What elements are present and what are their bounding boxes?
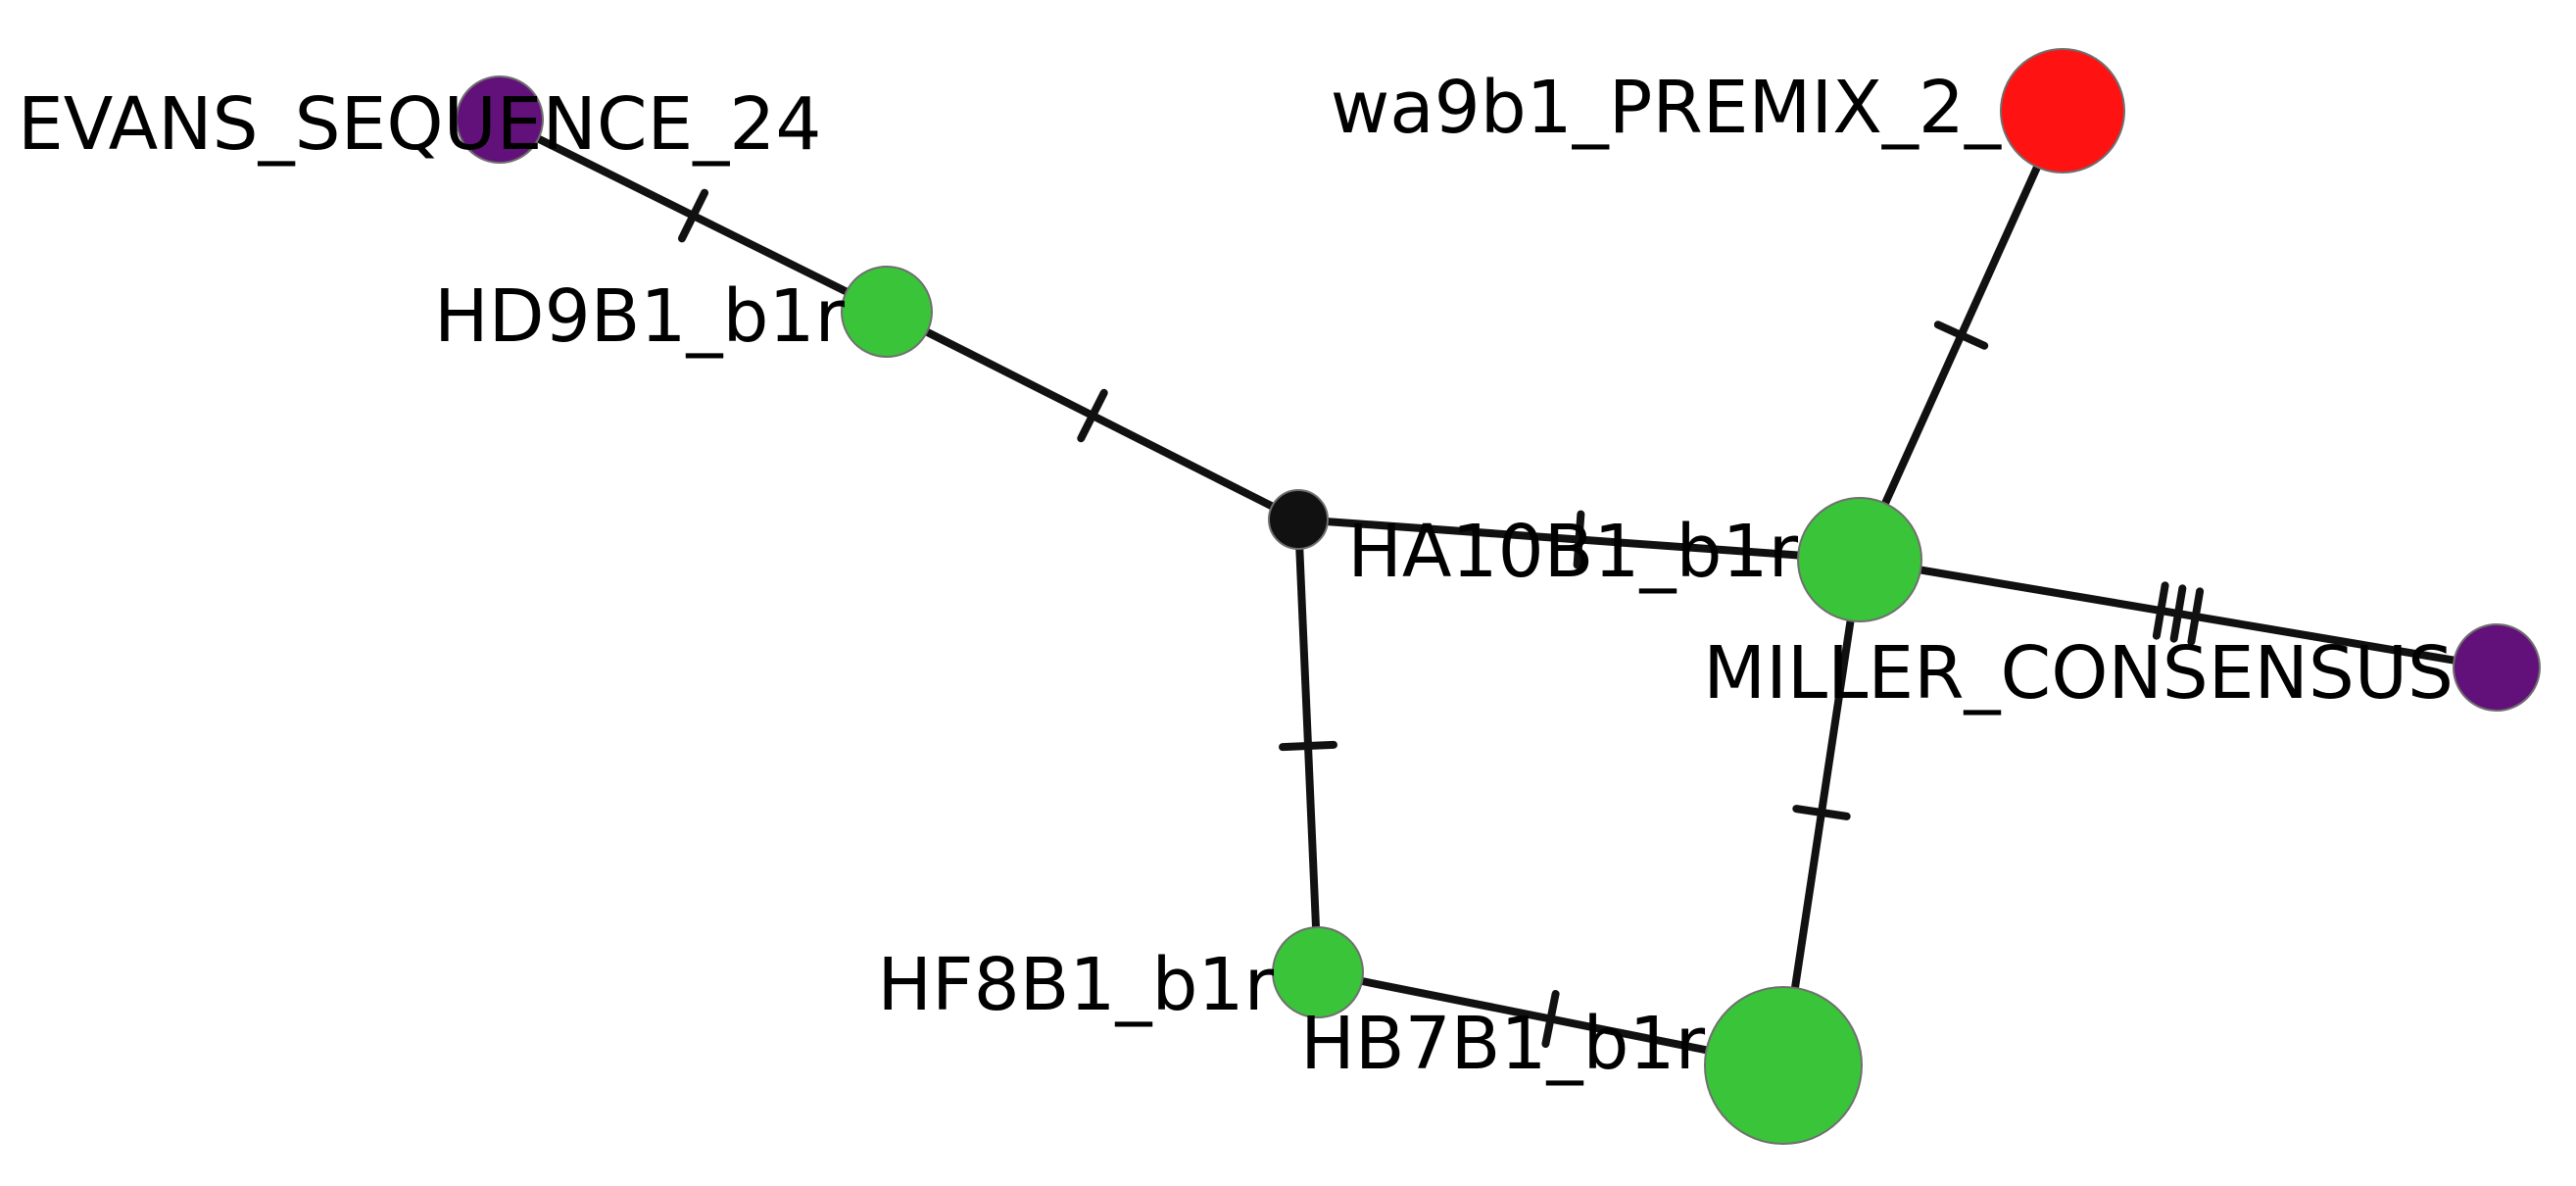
node-circle[interactable] [841,266,933,358]
node-label-miller: MILLER_CONSENSUS [1703,631,2454,716]
edge-median-hf8b1 [1279,516,1337,976]
mutation-tick [677,188,709,243]
node-circle[interactable] [1704,986,1863,1145]
node-circle[interactable] [1268,489,1329,550]
node-label-ha10b1: HA10B1_b1r [1347,510,1798,594]
edge-median-ha10b1 [1294,510,1864,569]
mutation-tick [1933,321,1989,350]
network-nodes [456,48,2541,1145]
node-hf8b1[interactable] [1272,926,1364,1018]
node-circle[interactable] [2453,623,2541,712]
edge-wa9b1-ha10b1 [1856,107,2066,564]
node-label-evans: EVANS_SEQUENCE_24 [18,82,821,167]
node-miller[interactable] [2453,623,2541,712]
node-circle[interactable] [1797,497,1922,622]
edge-hd9b1-median [883,308,1302,523]
node-label-hb7b1: HB7B1_b1r [1300,1002,1705,1086]
edge-evans-hd9b1 [496,116,891,316]
node-label-hd9b1: HD9B1_b1r [434,274,846,359]
node-ha10b1[interactable] [1797,497,1922,622]
network-edges [496,107,2501,1069]
node-circle[interactable] [456,75,544,164]
node-circle[interactable] [1272,926,1364,1018]
mutation-tick [1077,388,1108,443]
node-wa9b1[interactable] [2000,48,2125,173]
node-evans[interactable] [456,75,544,164]
node-label-wa9b1: wa9b1_PREMIX_2_ [1331,66,2002,150]
mutation-tick [2152,581,2169,640]
mutation-tick [1541,990,1560,1048]
node-label-hf8b1: HF8B1_b1r [877,943,1274,1027]
mutation-tick [2169,584,2187,643]
node-circle[interactable] [2000,48,2125,173]
edge-ha10b1-miller [1856,556,2501,671]
mutation-tick [1792,805,1851,820]
mutation-tick [1279,740,1337,752]
mutation-tick [2187,587,2205,646]
edge-ha10b1-hb7b1 [1779,556,1864,1069]
node-hd9b1[interactable] [841,266,933,358]
node-hb7b1[interactable] [1704,986,1863,1145]
mutation-tick [1573,510,1585,569]
node-median[interactable] [1268,489,1329,550]
